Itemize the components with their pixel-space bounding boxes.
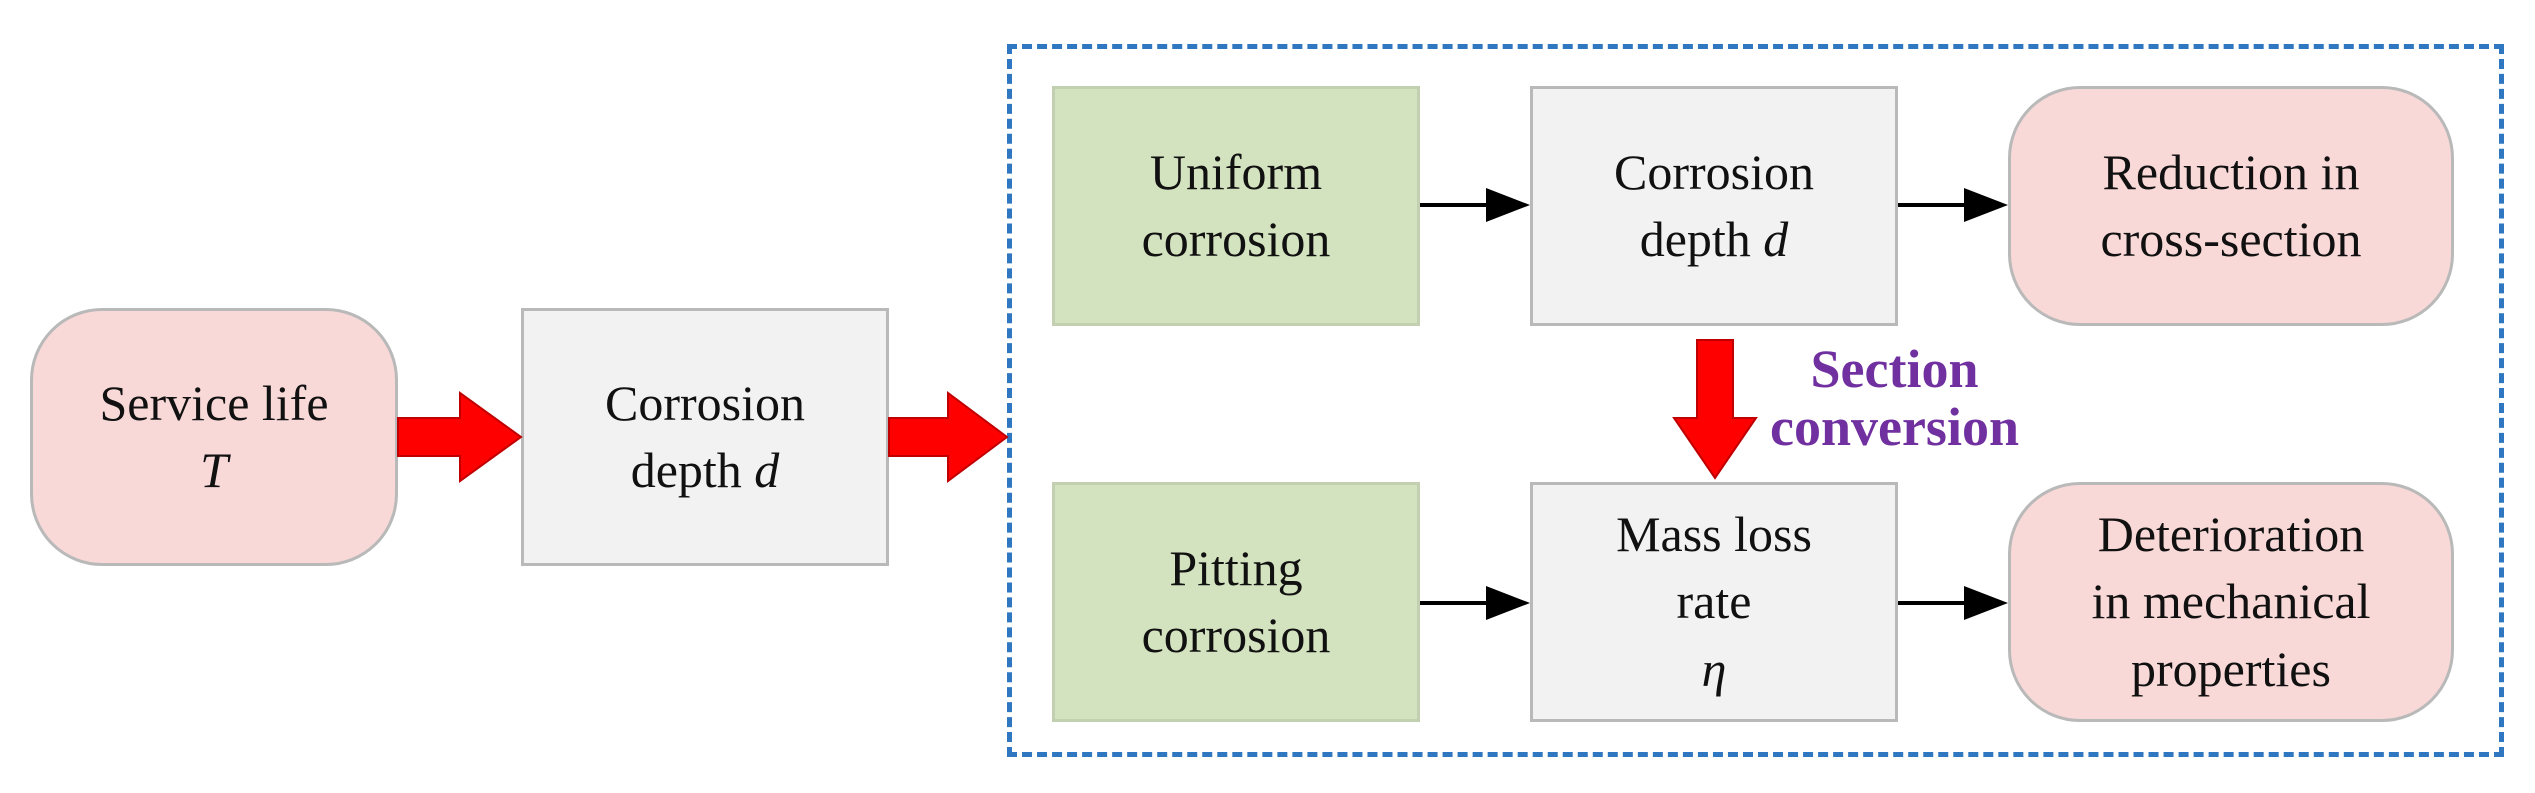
- arrow-mass-loss-to-deterioration: [1898, 586, 2008, 620]
- pitting-corrosion-node: Pitting corrosion: [1052, 482, 1420, 722]
- corrosion-depth-word: depth: [630, 442, 742, 498]
- service-life-label: Service life: [99, 374, 329, 431]
- deterioration-label: Deterioration in mechanical properties: [2091, 505, 2371, 697]
- red-arrow-2: [888, 391, 1009, 483]
- corrosion-depth-node: Corrosion depth d: [521, 308, 889, 566]
- mass-loss-rate-line1: Mass loss: [1616, 505, 1812, 562]
- mass-loss-rate-line2: rate: [1676, 573, 1752, 630]
- arrow-pitting-to-mass-loss: [1420, 586, 1530, 620]
- dashed-group-box: [1007, 44, 2504, 757]
- corrosion-depth-label-line2: depth d: [605, 437, 805, 505]
- corrosion-depth-upper-variable: d: [1763, 211, 1789, 267]
- corrosion-depth-upper-word: depth: [1639, 211, 1751, 267]
- corrosion-depth-label-line1: Corrosion: [605, 374, 805, 431]
- red-arrow-down: [1672, 339, 1758, 480]
- corrosion-depth-variable: d: [754, 442, 780, 498]
- service-life-variable: T: [200, 442, 228, 498]
- uniform-corrosion-label: Uniform corrosion: [1141, 143, 1331, 268]
- corrosion-depth-upper-line2: depth d: [1614, 206, 1814, 274]
- mass-loss-rate-variable: η: [1701, 640, 1727, 697]
- reduction-cross-section-node: Reduction in cross-section: [2008, 86, 2454, 326]
- corrosion-depth-upper-line1: Corrosion: [1614, 143, 1814, 200]
- pitting-corrosion-label: Pitting corrosion: [1141, 539, 1331, 664]
- uniform-corrosion-node: Uniform corrosion: [1052, 86, 1420, 326]
- mass-loss-rate-node: Mass loss rate η: [1530, 482, 1898, 722]
- red-arrow-1: [397, 391, 523, 483]
- arrow-uniform-to-depth: [1420, 188, 1530, 222]
- service-life-node: Service life T: [30, 308, 398, 566]
- corrosion-depth-upper-node: Corrosion depth d: [1530, 86, 1898, 326]
- section-conversion-label: Section conversion: [1770, 339, 2019, 458]
- deterioration-node: Deterioration in mechanical properties: [2008, 482, 2454, 722]
- arrow-depth-to-reduction: [1898, 188, 2008, 222]
- reduction-cross-section-label: Reduction in cross-section: [2100, 143, 2362, 268]
